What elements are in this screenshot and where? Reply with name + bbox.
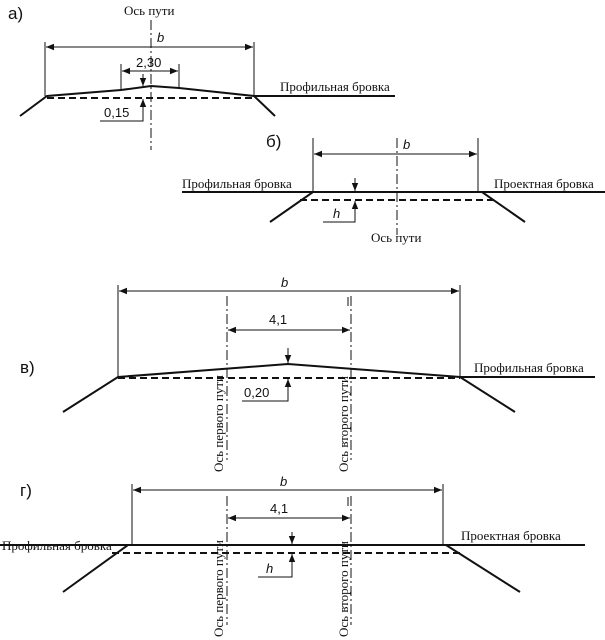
panel-b-h-leader <box>323 201 359 223</box>
panel-b-edge-right-label: Проектная бровка <box>494 176 594 191</box>
panel-v: в) b 4,1 Профильная бровка 0,20 Ось перв… <box>20 275 595 472</box>
panel-a: а) Ось пути b 2,30 Профильная бровка 0,1… <box>8 3 395 150</box>
panel-b-b-label: b <box>403 137 410 152</box>
panel-a-height-leader <box>100 99 147 122</box>
panel-g-profile-line <box>62 544 521 593</box>
panel-g-b-label: b <box>280 474 287 489</box>
panel-g: г) b 4,1 Профильная бровка Проектная бро… <box>0 474 585 637</box>
panel-v-height-leader <box>242 379 292 402</box>
panel-b: б) b Профильная бровка Проектная бровка … <box>182 132 605 245</box>
panel-b-letter: б) <box>266 132 281 151</box>
panel-v-letter: в) <box>20 358 35 377</box>
panel-b-edge-left-label: Профильная бровка <box>182 176 292 191</box>
panel-g-letter: г) <box>20 481 32 500</box>
panel-a-axis-label: Ось пути <box>124 3 174 18</box>
panel-g-axis1-label: Ось первого пути <box>211 540 226 637</box>
panel-a-profile-line <box>19 84 276 117</box>
panel-b-profile-line <box>269 191 526 223</box>
panel-b-h-label: h <box>333 206 340 221</box>
panel-a-edge-label: Профильная бровка <box>280 79 390 94</box>
panel-v-edge-label: Профильная бровка <box>474 360 584 375</box>
panel-g-edge-left-label: Профильная бровка <box>2 538 112 553</box>
panel-v-width-label: 4,1 <box>269 312 287 327</box>
panel-v-b-label: b <box>281 275 288 290</box>
panel-a-height-label: 0,15 <box>104 105 129 120</box>
panel-a-b-label: b <box>157 30 164 45</box>
panel-v-axis1-label: Ось первого пути <box>211 375 226 472</box>
panel-g-h-label: h <box>266 561 273 576</box>
panel-g-width-label: 4,1 <box>270 501 288 516</box>
panel-v-axis2-label: Ось второго пути <box>336 376 351 472</box>
panel-g-axis2-label: Ось второго пути <box>336 541 351 637</box>
panel-a-letter: а) <box>8 4 23 23</box>
panel-b-axis-label: Ось пути <box>371 230 421 245</box>
panel-g-h-leader <box>258 554 296 578</box>
panel-v-profile-line <box>62 362 516 413</box>
panel-v-height-label: 0,20 <box>244 385 269 400</box>
panel-g-edge-right-label: Проектная бровка <box>461 528 561 543</box>
panel-a-width-label: 2,30 <box>136 55 161 70</box>
